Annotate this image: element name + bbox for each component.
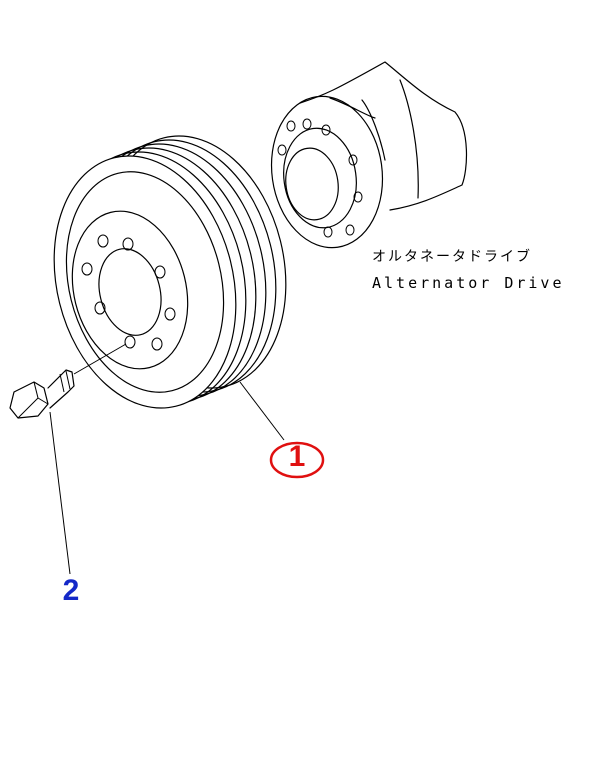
- callout-1-ring: [269, 441, 325, 479]
- callout-1-number: 1: [288, 440, 306, 473]
- pulley: [53, 135, 287, 409]
- leader-line-1: [239, 381, 285, 441]
- callout-2-number: 2: [62, 574, 80, 607]
- leader-line-2: [49, 411, 71, 575]
- alternator-drive-hub: [270, 61, 468, 249]
- bolt: [9, 343, 127, 419]
- caption-japanese: オルタネータドライブ: [372, 249, 532, 265]
- caption-english: Alternator Drive: [372, 274, 565, 292]
